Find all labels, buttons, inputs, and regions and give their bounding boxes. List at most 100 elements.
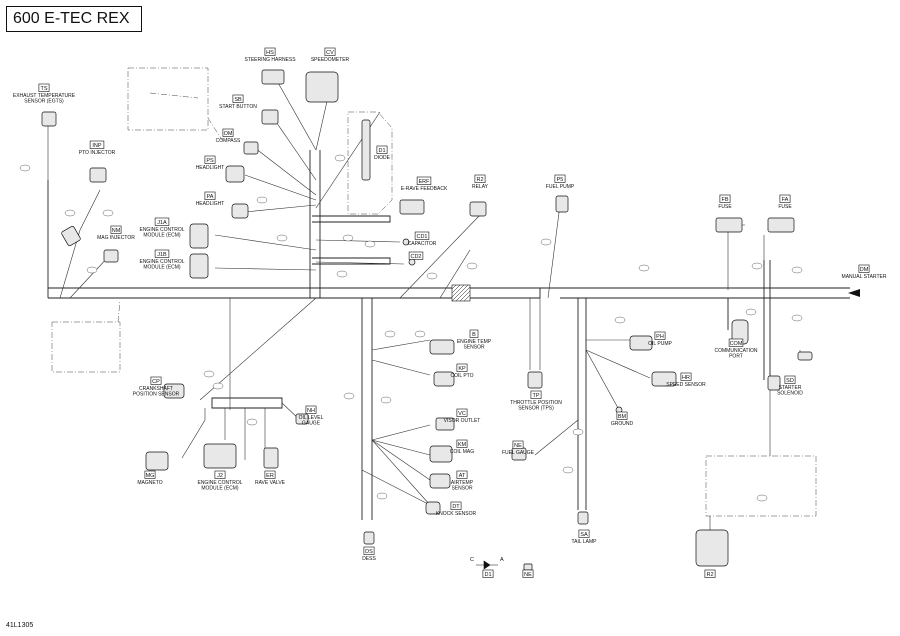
component-code-box [578,529,590,538]
component-code: NM [112,228,121,234]
junction-block [451,284,471,302]
component-label: STEERING HARNESS [244,57,296,63]
component-label: TAIL LAMP [571,539,597,545]
component-code: SA [580,532,588,538]
component-code-box [204,155,216,164]
component-label: FUEL GAUGE [502,450,535,456]
component-code-box [456,439,468,448]
component-code-box [616,411,628,420]
component-label: MAG INJECTOR [97,235,135,241]
component-label: MAGNETO [137,480,162,486]
connectors [41,69,860,571]
component-code: FA [782,197,789,203]
component-label: KNOCK SENSOR [436,511,477,517]
component-code-box [232,94,244,103]
component-label: PTO INJECTOR [79,150,116,156]
component-code-box [554,174,566,183]
component-code: SD [786,378,794,384]
component-code-box [363,546,375,555]
component-code: KP [458,366,466,372]
component-code-box [456,470,468,479]
diagram-title: 600 E-TEC REX [6,6,142,32]
component-code: TS [40,86,47,92]
component-label: THROTTLE POSITION [510,400,562,406]
component-code-box [154,249,170,258]
component-code: NE [524,572,532,578]
component-label: COMMUNICATION [715,348,758,354]
component-code: ERF [419,179,431,185]
component-code-box [222,128,234,137]
component-code-box [654,331,666,340]
component-code-box [779,194,791,203]
component-r2b: R2 [704,569,716,578]
component-code: CD2 [410,254,421,260]
component-label: RAVE VALVE [255,480,286,486]
component-ne2: NE [522,569,534,578]
component-code-box [89,140,105,149]
component-label: MODULE (ECM) [143,233,181,239]
component-code: DT [452,504,460,510]
component-label: MANUAL STARTER [842,274,887,280]
component-label: ENGINE TEMP [457,339,492,345]
component-code-box [704,569,716,578]
component-code-box [456,408,468,417]
component-label: CRANKSHAFT [139,386,173,392]
component-label: COIL PTO [450,373,473,379]
component-label: DESS [362,556,376,562]
component-code: D1 [484,572,491,578]
component-code: CP [152,379,160,385]
component-code: PA [207,194,214,200]
component-code-box [414,231,430,240]
component-label: SENSOR (EGTS) [24,99,64,105]
component-code: NE [514,443,522,449]
component-label: COIL MAG [450,449,474,455]
component-code: INP [92,143,102,149]
component-code: HR [682,375,690,381]
component-code-box [144,470,156,479]
component-label: EXHAUST TEMPERATURE [13,93,76,99]
component-label: GAUGE [302,421,321,427]
component-label: MODULE (ECM) [201,486,239,492]
component-code-box [719,194,731,203]
component-code: P5 [557,177,564,183]
component-label: CAPACITOR [408,241,437,247]
component-code: DS [365,549,373,555]
component-code: ER [266,473,274,479]
component-code-box [110,225,122,234]
component-label: MODULE (ECM) [143,265,181,271]
component-code-box [784,375,796,384]
component-code: B [472,332,476,338]
component-code: J2 [217,473,223,479]
component-code: R2 [706,572,713,578]
component-code: FB [721,197,728,203]
component-code-box [214,470,226,479]
component-code: SB [234,97,242,103]
component-code-box [150,376,162,385]
component-label: OIL PUMP [648,341,672,347]
component-code: AT [459,473,466,479]
branch-wires [47,71,860,540]
component-code-box [858,264,870,273]
component-label: OIL LEVEL [299,415,324,421]
